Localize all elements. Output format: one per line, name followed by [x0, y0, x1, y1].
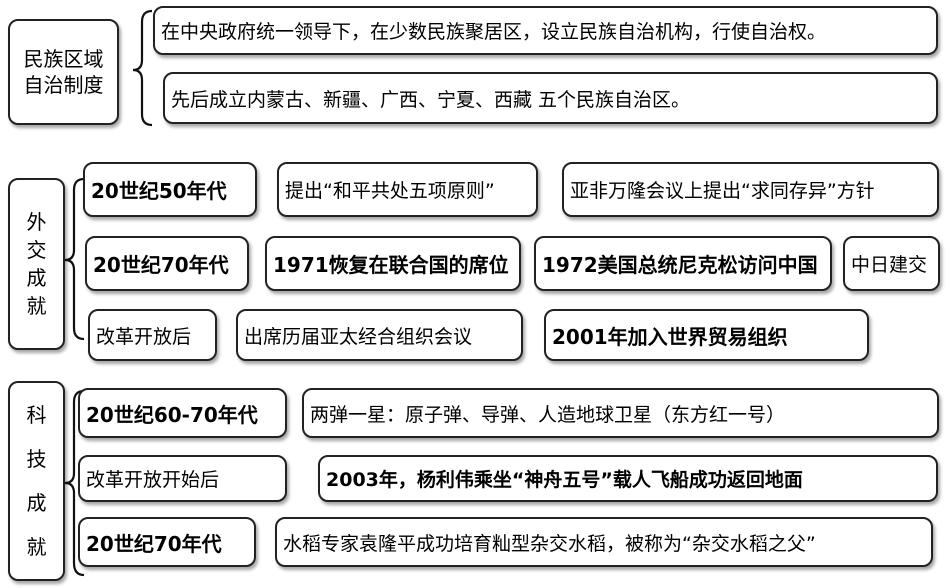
item-text: 2001年加入世界贸易组织 [552, 324, 788, 349]
section-title-ethnic-autonomy: 民族区域 自治制度 [8, 19, 119, 125]
item-text: 2003年，杨利伟乘坐“神舟五号”载人飞船成功返回地面 [326, 469, 803, 491]
technology-item: 两弹一星：原子弹、导弹、人造地球卫星（东方红一号） [302, 388, 939, 438]
section-title-line: 自治制度 [23, 73, 104, 97]
item-text: 先后成立内蒙古、新疆、广西、宁夏、西藏 五个民族自治区。 [171, 88, 691, 111]
ethnic-autonomy-item: 在中央政府统一领导下，在少数民族聚居区，设立民族自治机构，行使自治权。 [153, 6, 938, 55]
diplomacy-item: 中日建交 [843, 236, 940, 291]
item-text: 在中央政府统一领导下，在少数民族聚居区，设立民族自治机构，行使自治权。 [161, 21, 827, 43]
item-text: 提出“和平共处五项原则” [285, 180, 495, 202]
section-title-text: 科技成就 [26, 403, 47, 559]
item-text: 水稻专家袁隆平成功培育籼型杂交水稻，被称为“杂交水稻之父” [283, 532, 816, 555]
diplomacy-item: 出席历届亚太经合组织会议 [236, 309, 523, 361]
diplomacy-item: 提出“和平共处五项原则” [277, 162, 538, 217]
item-text: 出席历届亚太经合组织会议 [244, 325, 473, 348]
brace-connector [64, 177, 85, 341]
period-text: 改革开放后 [96, 325, 192, 348]
diplomacy-item: 1971恢复在联合国的席位 [265, 236, 521, 291]
diplomacy-item: 1972美国总统尼克松访问中国 [534, 236, 832, 291]
period-label: 改革开放后 [88, 309, 217, 361]
period-text: 改革开放开始后 [86, 469, 220, 491]
period-label: 改革开放开始后 [78, 455, 287, 502]
period-label: 20世纪50年代 [83, 162, 257, 217]
item-text: 1971恢复在联合国的席位 [273, 253, 509, 277]
period-text: 20世纪50年代 [91, 179, 227, 203]
diplomacy-item: 2001年加入世界贸易组织 [544, 309, 869, 361]
period-label: 20世纪60-70年代 [78, 388, 287, 438]
brace-connector [64, 389, 85, 577]
period-text: 20世纪70年代 [93, 253, 229, 277]
item-text: 1972美国总统尼克松访问中国 [542, 253, 818, 277]
period-text: 20世纪70年代 [86, 531, 222, 556]
technology-item: 2003年，杨利伟乘坐“神舟五号”载人飞船成功返回地面 [318, 455, 938, 502]
item-text: 中日建交 [851, 254, 928, 276]
section-title-diplomacy: 外交成就 [8, 178, 65, 350]
brace-connector [132, 9, 153, 127]
ethnic-autonomy-item: 先后成立内蒙古、新疆、广西、宁夏、西藏 五个民族自治区。 [163, 72, 938, 124]
period-label: 20世纪70年代 [85, 236, 249, 291]
period-text: 20世纪60-70年代 [86, 402, 258, 427]
section-title-technology: 科技成就 [8, 381, 65, 581]
diplomacy-item: 亚非万隆会议上提出“求同存异”方针 [562, 162, 939, 217]
item-text: 两弹一星：原子弹、导弹、人造地球卫星（东方红一号） [310, 403, 786, 426]
period-label: 20世纪70年代 [78, 517, 256, 567]
technology-item: 水稻专家袁隆平成功培育籼型杂交水稻，被称为“杂交水稻之父” [275, 517, 933, 567]
section-title-line: 民族区域 [23, 47, 104, 71]
section-title-text: 外交成就 [26, 210, 47, 318]
item-text: 亚非万隆会议上提出“求同存异”方针 [570, 180, 875, 202]
